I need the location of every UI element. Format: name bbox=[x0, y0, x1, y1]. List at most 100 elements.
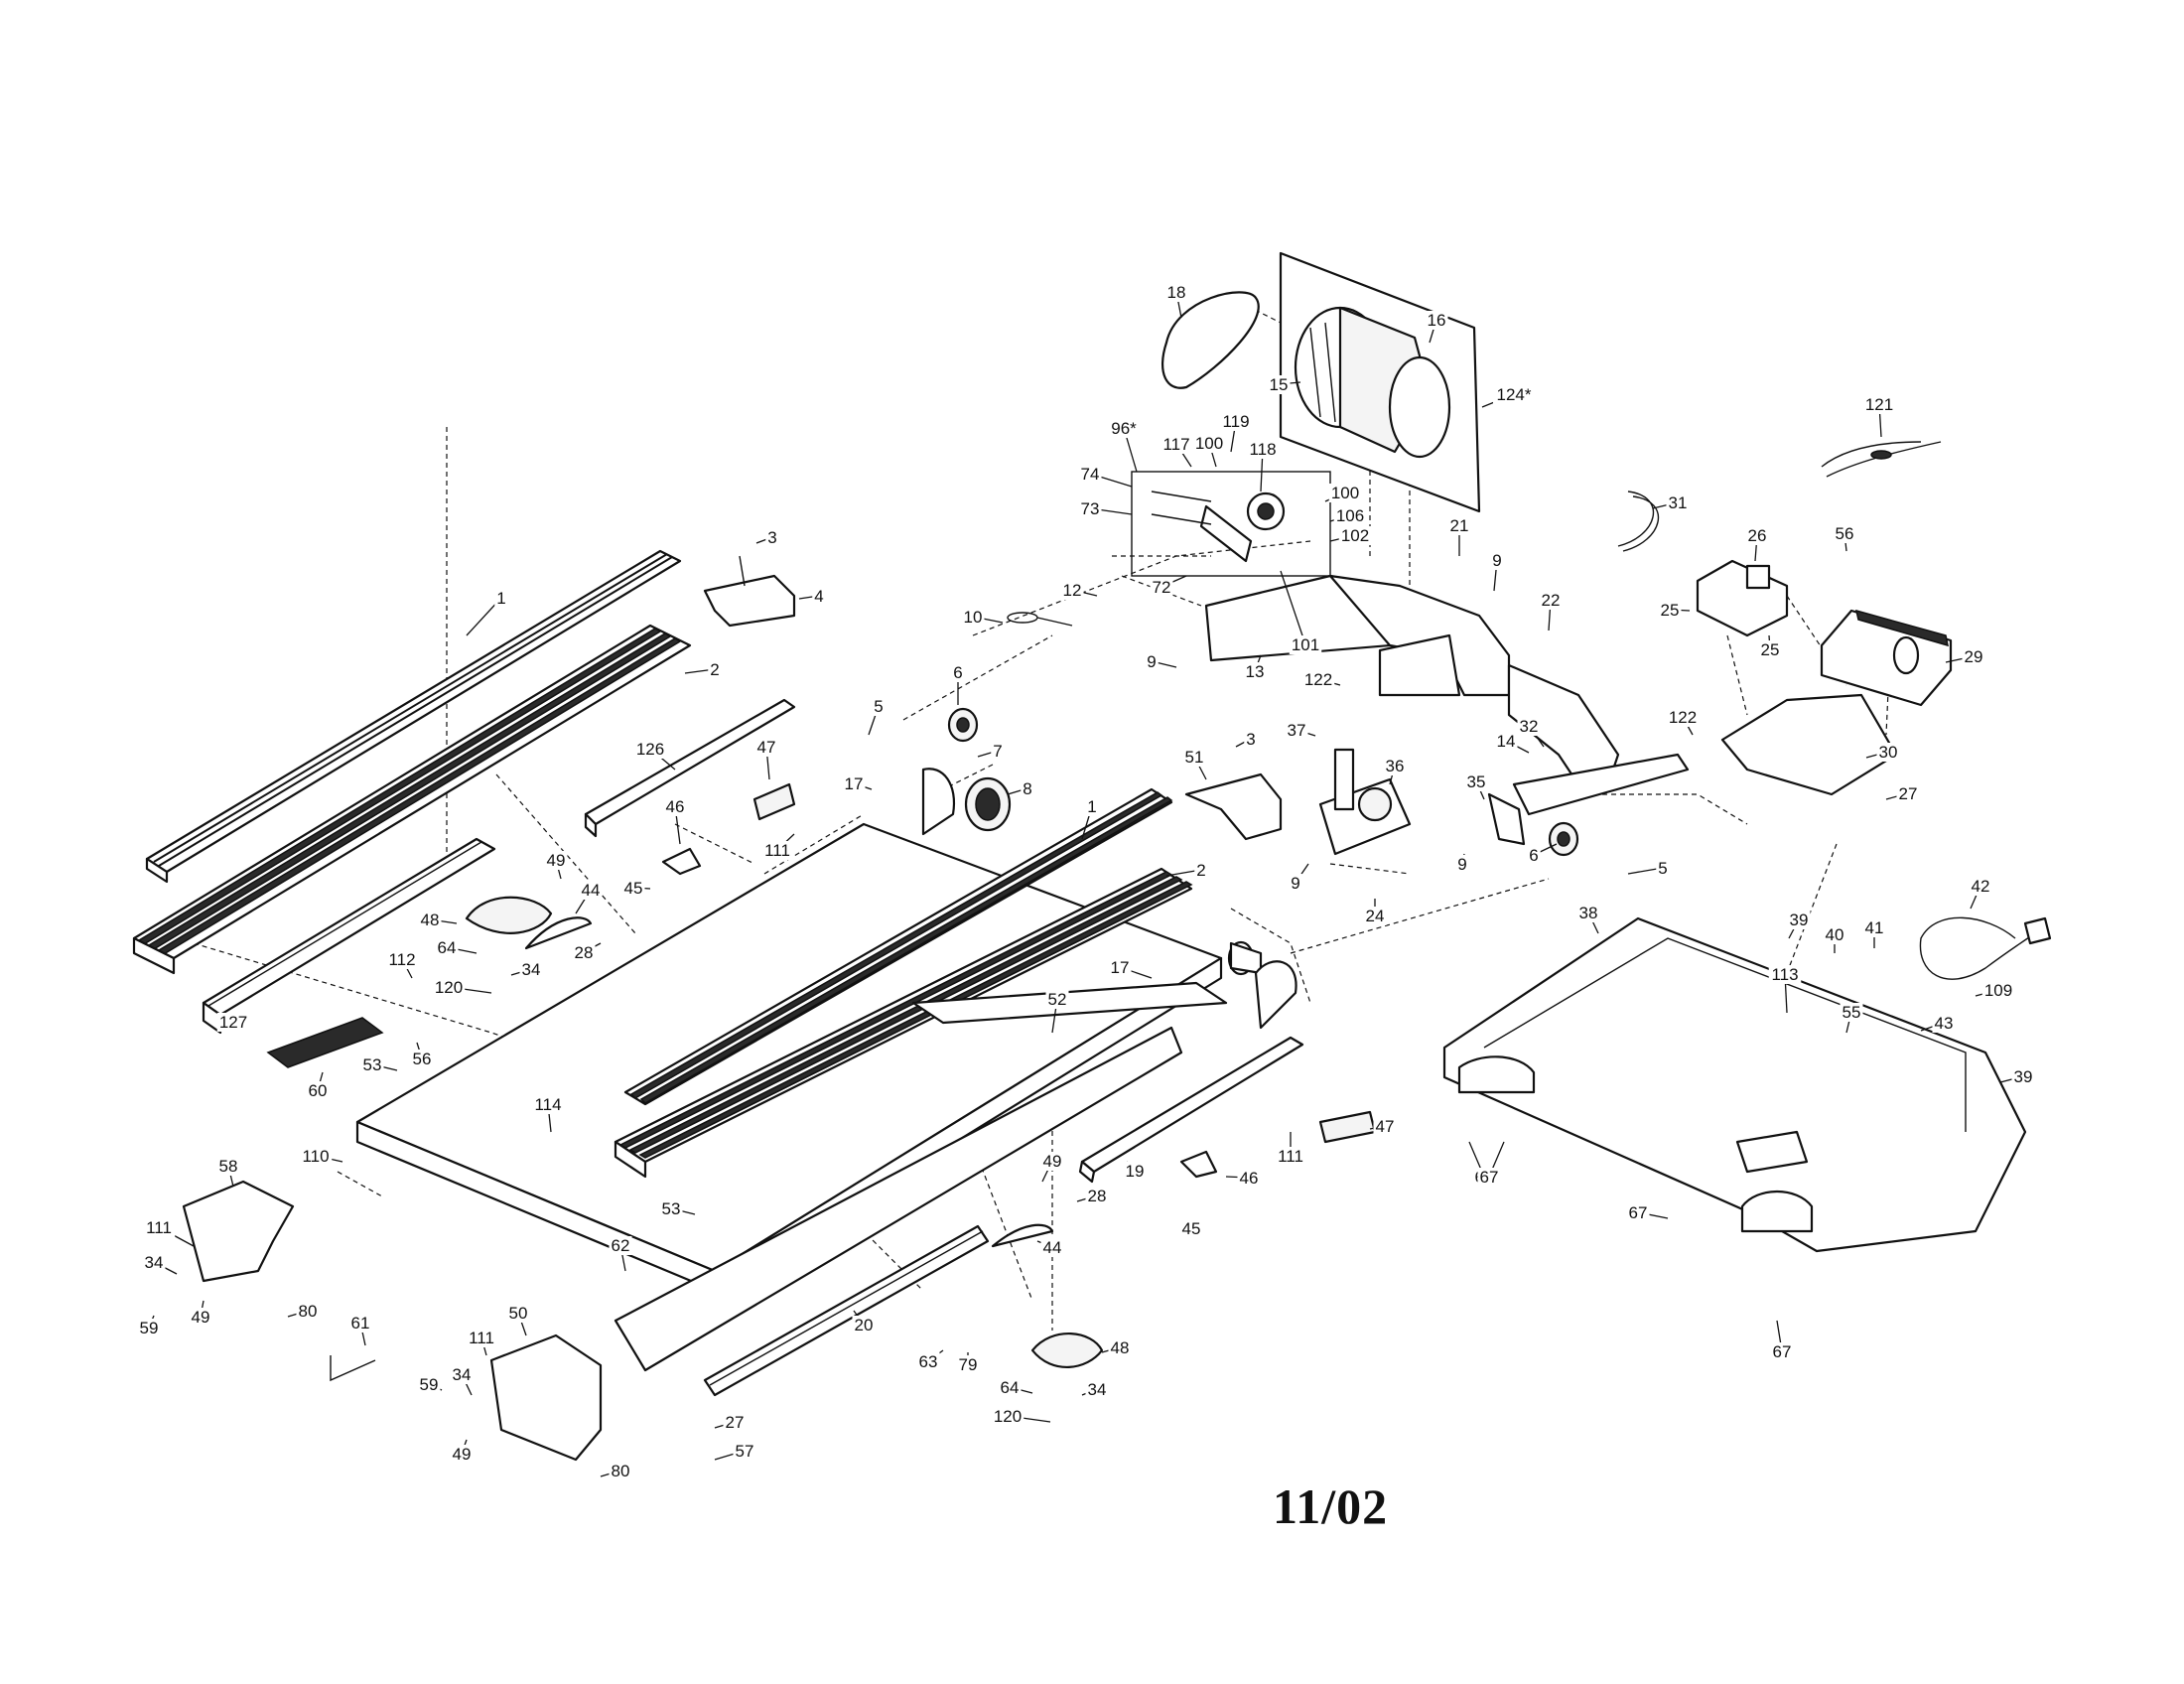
callout-background bbox=[418, 911, 442, 929]
callout-background bbox=[506, 1304, 530, 1323]
callout-7: 7 bbox=[977, 742, 1005, 761]
callout-number: 122 bbox=[1304, 670, 1332, 689]
callout-background bbox=[998, 1378, 1022, 1397]
callout-74: 74 bbox=[1078, 465, 1133, 488]
callout-background bbox=[1666, 493, 1690, 512]
frame-20 bbox=[614, 1026, 1183, 1397]
callout-number: 111 bbox=[146, 1218, 172, 1237]
callout-background bbox=[1289, 635, 1322, 654]
callout-49b: 49 bbox=[189, 1300, 212, 1327]
callout-42: 42 bbox=[1969, 877, 1992, 910]
callout-background bbox=[189, 1308, 212, 1327]
callout-46b: 46 bbox=[1225, 1169, 1261, 1188]
callout-127: 127 bbox=[216, 1012, 250, 1032]
callout-56a: 56 bbox=[410, 1042, 434, 1068]
callout-47a: 47 bbox=[754, 738, 778, 780]
callout-number: 72 bbox=[1153, 578, 1171, 597]
callout-18: 18 bbox=[1164, 283, 1188, 319]
callout-111b: 111 bbox=[760, 833, 795, 860]
cable-10 bbox=[1007, 612, 1073, 627]
callout-31: 31 bbox=[1652, 493, 1690, 512]
callout-48b: 48 bbox=[1101, 1338, 1132, 1357]
callout-80a: 80 bbox=[287, 1302, 320, 1321]
callout-53b: 53 bbox=[659, 1199, 696, 1218]
callout-background bbox=[1758, 640, 1782, 659]
callout-number: 9 bbox=[1291, 874, 1299, 893]
callout-background bbox=[1078, 465, 1102, 484]
callout-labels: 1122334556678999910121314151617171819202… bbox=[137, 283, 2035, 1480]
callout-29: 29 bbox=[1945, 647, 1985, 666]
callout-number: 46 bbox=[1240, 1169, 1259, 1188]
controller-29 bbox=[1820, 609, 1953, 707]
callout-background bbox=[417, 1375, 441, 1394]
callout-background bbox=[1244, 730, 1258, 749]
callout-100a: 100 bbox=[1192, 434, 1226, 468]
callout-6b: 6 bbox=[1527, 843, 1558, 865]
callout-background bbox=[1493, 385, 1535, 404]
callout-16: 16 bbox=[1425, 311, 1448, 344]
callout-background bbox=[1192, 434, 1226, 453]
bracket-46a bbox=[661, 847, 702, 876]
callout-background bbox=[1179, 1219, 1203, 1238]
callout-34c: 34 bbox=[450, 1365, 474, 1396]
callout-background bbox=[1243, 662, 1267, 681]
mat-60 bbox=[266, 1017, 384, 1068]
callout-background bbox=[137, 1319, 161, 1337]
callout-number: 13 bbox=[1246, 662, 1265, 681]
callout-background bbox=[1477, 1168, 1501, 1187]
callout-number: 58 bbox=[219, 1157, 238, 1176]
wedge-44a bbox=[524, 916, 593, 950]
callout-background bbox=[1656, 859, 1670, 878]
callout-number: 30 bbox=[1879, 743, 1898, 762]
callout-67d: 67 bbox=[1477, 1141, 1505, 1187]
callout-number: 47 bbox=[1376, 1117, 1395, 1136]
callout-27b: 27 bbox=[714, 1413, 747, 1432]
callout-background bbox=[1932, 1014, 1956, 1033]
callout-background bbox=[916, 1352, 940, 1371]
power-cord-42 bbox=[1919, 916, 2052, 980]
callout-background bbox=[765, 528, 779, 547]
callout-37: 37 bbox=[1285, 721, 1316, 740]
callout-2: 2 bbox=[684, 660, 722, 679]
callout-1: 1 bbox=[466, 589, 508, 636]
callout-background bbox=[956, 1355, 980, 1374]
callout-number: 5 bbox=[874, 697, 883, 716]
callout-number: 9 bbox=[1147, 652, 1156, 671]
callout-background bbox=[1896, 784, 1920, 803]
callout-number: 55 bbox=[1843, 1003, 1861, 1022]
end-cap-50 bbox=[489, 1333, 603, 1462]
bracket-46b bbox=[1179, 1150, 1218, 1179]
callout-number: 25 bbox=[1761, 640, 1780, 659]
callout-49c: 49 bbox=[1040, 1152, 1064, 1183]
upright-frame-13 bbox=[1204, 574, 1690, 846]
callout-background bbox=[1040, 1238, 1064, 1257]
callout-72: 72 bbox=[1150, 575, 1187, 597]
callout-5: 5 bbox=[868, 697, 886, 736]
callout-number: 34 bbox=[522, 960, 541, 979]
diagram-date-code: 11/02 bbox=[1273, 1478, 1389, 1534]
tension-kit-box bbox=[1131, 471, 1331, 577]
callout-61: 61 bbox=[348, 1314, 372, 1346]
knob-48a bbox=[465, 896, 553, 934]
drive-belt-18 bbox=[1161, 291, 1260, 389]
callout-59a: 59 bbox=[137, 1315, 161, 1337]
callout-background bbox=[1194, 861, 1208, 880]
callout-34b: 34 bbox=[142, 1253, 178, 1275]
callout-26: 26 bbox=[1745, 526, 1769, 562]
callout-background bbox=[1108, 958, 1132, 977]
callout-background bbox=[991, 1407, 1024, 1426]
callout-background bbox=[1246, 440, 1280, 459]
callout-79: 79 bbox=[956, 1352, 980, 1374]
callout-background bbox=[991, 742, 1005, 761]
callout-background bbox=[1447, 516, 1471, 535]
callout-40: 40 bbox=[1823, 925, 1846, 953]
callout-number: 15 bbox=[1270, 375, 1289, 394]
callout-number: 45 bbox=[1182, 1219, 1201, 1238]
callout-background bbox=[1285, 721, 1308, 740]
callout-56b: 56 bbox=[1833, 524, 1856, 552]
callout-background bbox=[1494, 732, 1518, 751]
callout-17a: 17 bbox=[842, 774, 873, 793]
callout-number: 8 bbox=[1023, 779, 1031, 798]
callout-9a: 9 bbox=[1145, 652, 1177, 671]
